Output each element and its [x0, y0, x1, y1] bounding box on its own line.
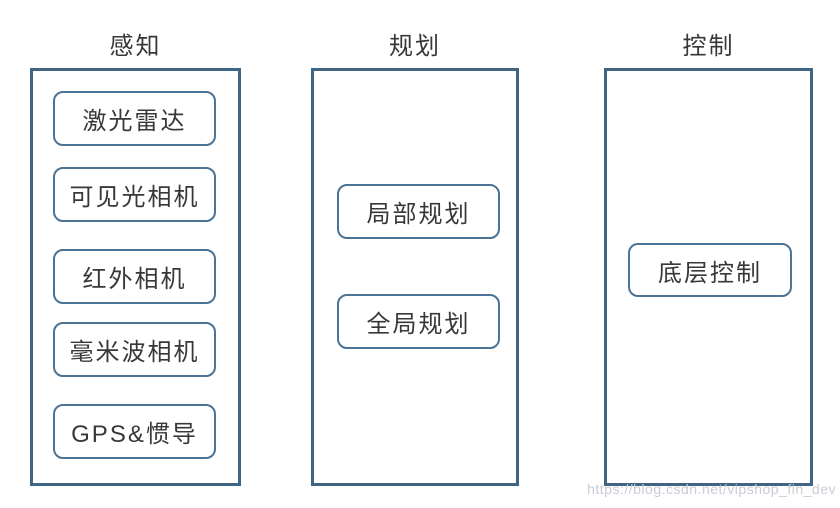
column-title-control: 控制: [682, 33, 735, 60]
watermark: https://blog.csdn.net/vipshop_fin_dev: [587, 481, 836, 497]
planning-group-box: [311, 68, 519, 486]
column-title-perception: 感知: [109, 33, 162, 60]
node-visible-light-camera: 可见光相机: [53, 167, 216, 222]
column-title-planning: 规划: [389, 33, 441, 60]
node-local-planning: 局部规划: [337, 184, 500, 239]
node-infrared-camera: 红外相机: [53, 249, 216, 304]
node-lidar: 激光雷达: [53, 91, 216, 146]
node-gps-ins: GPS&惯导: [53, 404, 216, 459]
node-millimeter-wave-camera: 毫米波相机: [53, 322, 216, 377]
perception-group-box: [30, 68, 241, 486]
node-global-planning: 全局规划: [337, 294, 500, 349]
node-low-level-control: 底层控制: [628, 243, 792, 297]
control-group-box: [604, 68, 813, 486]
